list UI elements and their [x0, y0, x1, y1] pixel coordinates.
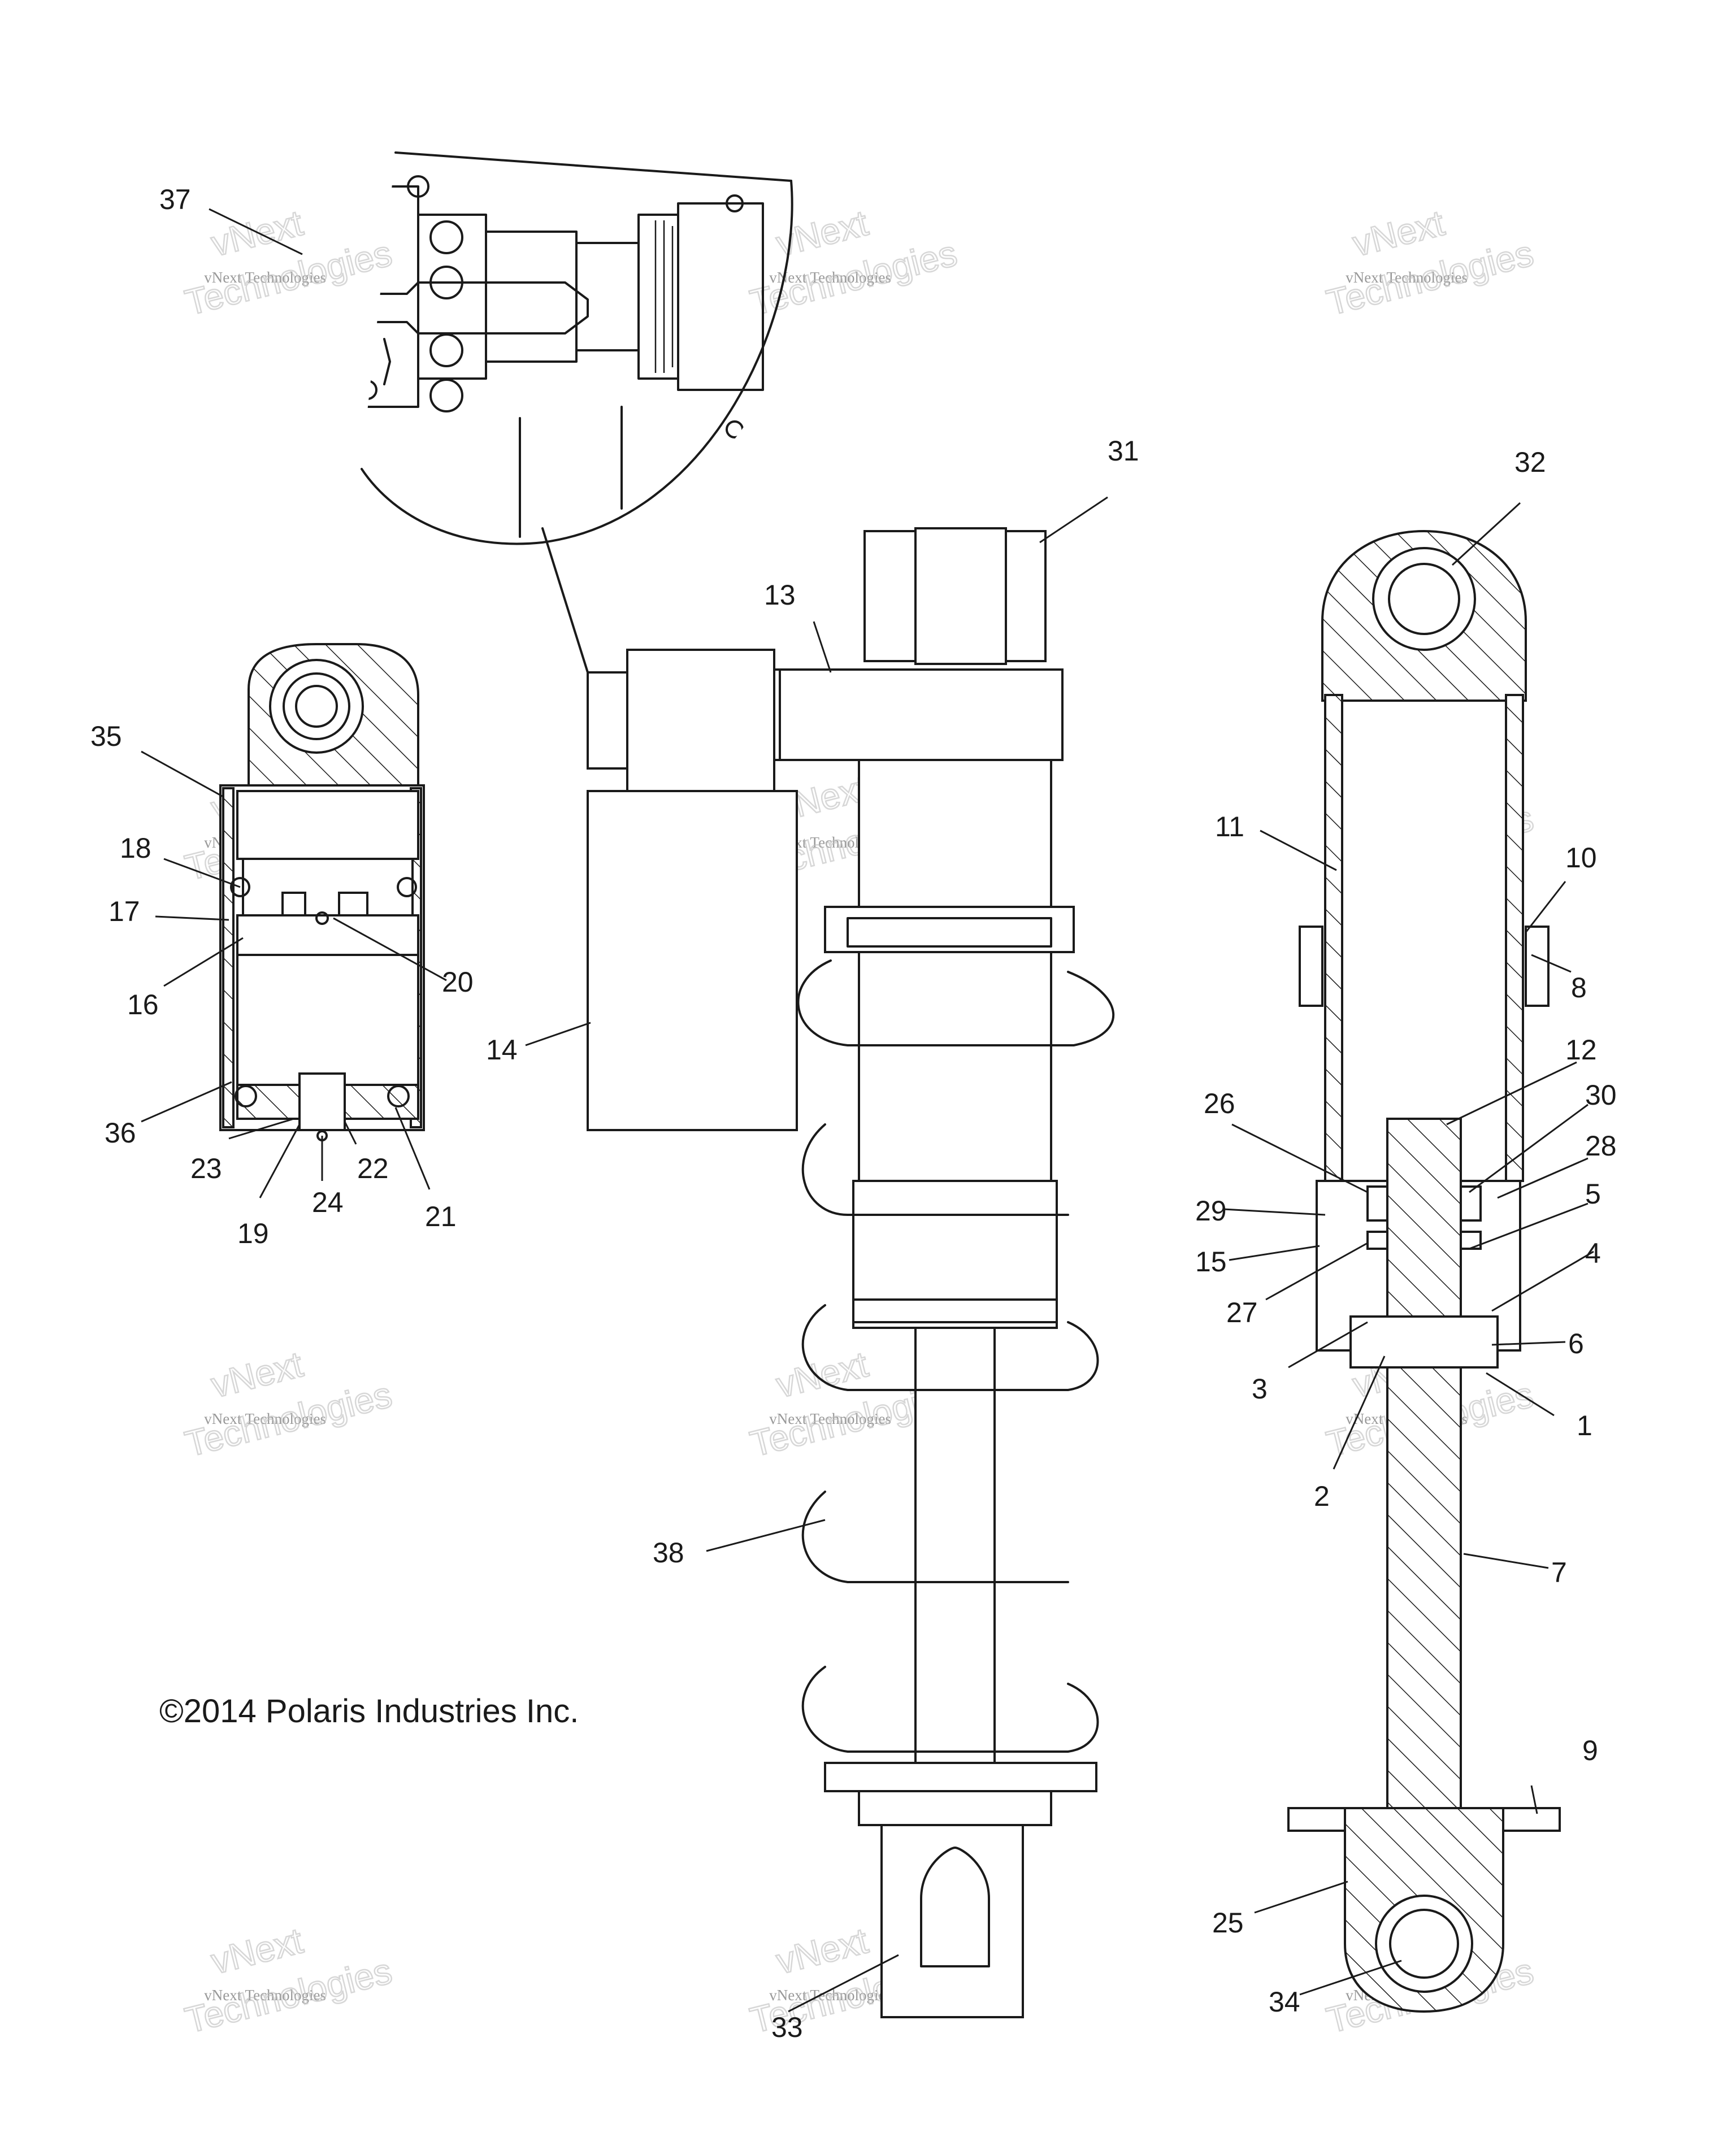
watermark-small-line: vNext Technologies — [204, 269, 326, 286]
callout-6: 6 — [1568, 1328, 1584, 1359]
callout-26: 26 — [1204, 1088, 1235, 1119]
callout-30: 30 — [1585, 1079, 1617, 1111]
callout-27: 27 — [1226, 1297, 1258, 1328]
callout-37: 37 — [159, 184, 191, 215]
watermark-small-line: vNext Technologies — [769, 269, 891, 286]
reservoir-section-view — [219, 643, 425, 1141]
watermark-big-line-1: vNext — [207, 1920, 307, 1982]
callout-14: 14 — [486, 1034, 518, 1066]
callout-1: 1 — [1577, 1410, 1592, 1441]
callout-9: 9 — [1582, 1735, 1598, 1766]
callout-21: 21 — [425, 1201, 457, 1232]
callout-28: 28 — [1585, 1130, 1617, 1162]
callout-17: 17 — [108, 896, 140, 927]
watermark-small-line: vNext Technologies — [204, 1410, 326, 1427]
callout-labels: 37 35 18 17 16 20 36 23 19 24 22 21 14 1… — [90, 184, 1617, 2043]
callout-19: 19 — [237, 1218, 269, 1249]
callout-38: 38 — [653, 1537, 684, 1569]
callout-23: 23 — [190, 1153, 222, 1184]
callout-10: 10 — [1565, 842, 1597, 874]
callout-leader-lines — [141, 208, 1594, 2013]
shock-assembly-section-view — [1287, 529, 1561, 2013]
callout-2: 2 — [1314, 1480, 1330, 1512]
callout-32: 32 — [1514, 446, 1546, 478]
callout-8: 8 — [1571, 972, 1587, 1004]
watermark-big-line-1: vNext — [207, 202, 307, 264]
callout-13: 13 — [764, 579, 796, 611]
watermark-big-line-1: vNext — [772, 1344, 872, 1405]
callout-36: 36 — [105, 1117, 136, 1149]
watermark-small-line: vNext Technologies — [204, 1987, 326, 2004]
callout-33: 33 — [771, 2012, 803, 2043]
watermark-big-line-1: vNext — [1349, 202, 1448, 264]
callout-24: 24 — [312, 1187, 344, 1218]
callout-15: 15 — [1195, 1246, 1227, 1278]
callout-16: 16 — [127, 989, 159, 1020]
watermark-big-line-1: vNext — [772, 1920, 872, 1982]
callout-35: 35 — [90, 720, 122, 752]
valve-detail-view — [361, 151, 793, 674]
callout-11: 11 — [1215, 811, 1244, 842]
callout-25: 25 — [1212, 1907, 1244, 1939]
watermark-small-line: vNext Technologies — [769, 1410, 891, 1427]
watermark-small-line: vNext Technologies — [1346, 269, 1468, 286]
callout-12: 12 — [1565, 1034, 1597, 1066]
callout-18: 18 — [120, 832, 151, 864]
copyright-notice: ©2014 Polaris Industries Inc. — [159, 1693, 579, 1730]
watermark-big-line-1: vNext — [207, 1344, 307, 1405]
callout-31: 31 — [1108, 435, 1139, 467]
callout-29: 29 — [1195, 1195, 1227, 1227]
callout-3: 3 — [1252, 1373, 1268, 1405]
callout-7: 7 — [1551, 1557, 1567, 1588]
callout-20: 20 — [442, 966, 474, 998]
callout-22: 22 — [357, 1153, 389, 1184]
shock-assembly-exterior — [587, 527, 1115, 2018]
callout-4: 4 — [1585, 1237, 1601, 1269]
callout-5: 5 — [1585, 1178, 1601, 1210]
callout-34: 34 — [1269, 1986, 1300, 2018]
